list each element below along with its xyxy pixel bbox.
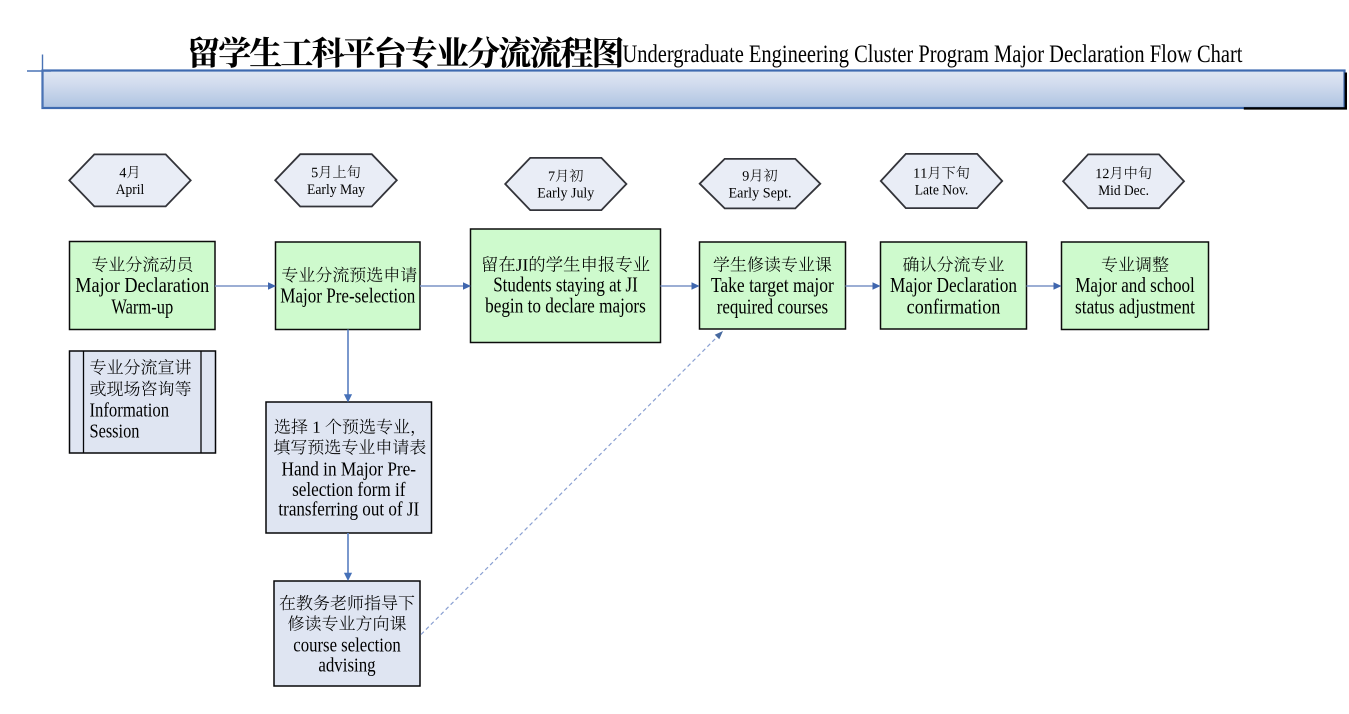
- svg-text:Mid Dec.: Mid Dec.: [1098, 183, 1149, 199]
- svg-text:April: April: [116, 182, 145, 198]
- svg-text:transferring out of JI: transferring out of JI: [278, 499, 419, 521]
- svg-text:course selection: course selection: [293, 634, 400, 656]
- svg-text:Information: Information: [90, 400, 170, 422]
- svg-text:status adjustment: status adjustment: [1075, 295, 1195, 319]
- svg-text:selection form if: selection form if: [292, 479, 406, 501]
- svg-text:Major Declaration: Major Declaration: [75, 273, 209, 297]
- svg-text:Late Nov.: Late Nov.: [915, 183, 969, 199]
- svg-text:confirmation: confirmation: [907, 295, 1001, 319]
- svg-text:Session: Session: [90, 420, 140, 442]
- svg-text:Major Pre-selection: Major Pre-selection: [280, 284, 415, 308]
- svg-text:advising: advising: [318, 654, 375, 676]
- svg-text:Take target major: Take target major: [711, 273, 834, 297]
- svg-text:Early Sept.: Early Sept.: [729, 185, 792, 201]
- svg-text:begin to declare majors: begin to declare majors: [485, 294, 646, 318]
- svg-text:required courses: required courses: [717, 295, 828, 319]
- svg-text:Warm-up: Warm-up: [111, 295, 173, 319]
- svg-text:Students staying at JI: Students staying at JI: [493, 273, 638, 297]
- svg-text:Early May: Early May: [307, 182, 365, 198]
- svg-text:Major Declaration: Major Declaration: [890, 273, 1017, 297]
- svg-text:Major and school: Major and school: [1075, 273, 1195, 297]
- svg-text:Hand in Major Pre-: Hand in Major Pre-: [282, 459, 417, 481]
- svg-text:Early July: Early July: [537, 186, 594, 202]
- svg-text:Undergraduate Engineering Clus: Undergraduate Engineering Cluster Progra…: [623, 39, 1243, 68]
